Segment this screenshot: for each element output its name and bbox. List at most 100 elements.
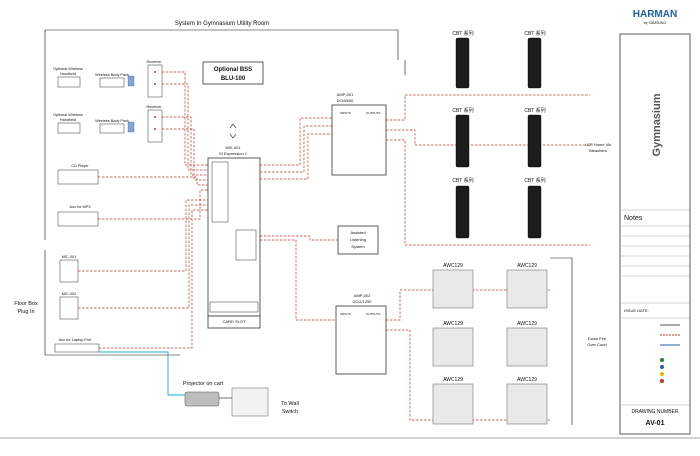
cbt-label-4: CBT 系列 bbox=[524, 107, 545, 114]
wire-amp2-awc-b bbox=[386, 329, 550, 421]
panel-issue-date: ISSUE DATE: bbox=[624, 308, 649, 313]
lcr-line1: LCR Home Vis bbox=[585, 142, 611, 147]
amp1-body bbox=[331, 104, 387, 176]
cbt-label-3: CBT 系列 bbox=[452, 107, 473, 114]
receiver2-led-a bbox=[154, 116, 156, 118]
cbt-label-5: CBT 系列 bbox=[452, 177, 473, 184]
wall-line1: To Wall bbox=[281, 401, 299, 407]
wire-amp1-cbt-mid bbox=[386, 129, 590, 146]
wireless2-title: Optional Wireless bbox=[53, 113, 83, 117]
receiver1-led-b bbox=[154, 83, 156, 85]
awc-region-border bbox=[550, 257, 573, 425]
legend-dot-green bbox=[660, 358, 664, 362]
cbt-label-2: CBT 系列 bbox=[524, 30, 545, 37]
wire-rx2a bbox=[162, 116, 208, 176]
assisted-line2: Listening bbox=[350, 237, 366, 242]
wireless2-mic-box bbox=[57, 122, 81, 134]
wire-cd bbox=[98, 176, 208, 186]
aux-laptop-label: Aux for Laptop Port bbox=[59, 338, 93, 342]
assisted-listening-box bbox=[337, 225, 379, 255]
amp-002: AMP-002 DCi2/1250 INPUTS OUTPUTS bbox=[335, 293, 387, 375]
receiver1-led-a bbox=[154, 71, 156, 73]
receiver2-label: Receiver bbox=[147, 105, 163, 109]
mic2-box bbox=[59, 296, 79, 320]
utility-room-border bbox=[45, 29, 399, 60]
floor-box-label: Floor Box bbox=[14, 301, 38, 307]
bodypack1-box bbox=[99, 77, 125, 88]
panel-drawing-number: AV-01 bbox=[646, 420, 665, 427]
wire-laptop bbox=[99, 209, 208, 349]
projector-icon bbox=[184, 391, 220, 407]
panel-drawing-number-label: DRAWING NUMBER bbox=[631, 409, 678, 415]
bodypack2-label: Wireless Body Pack bbox=[95, 119, 129, 123]
mixer-output-strip bbox=[235, 229, 257, 261]
awc-label-1: AWC129 bbox=[443, 263, 463, 269]
wire-mix-als bbox=[260, 235, 338, 241]
wire-mix-amp1-b bbox=[260, 125, 332, 173]
projector-label: Projector on cart bbox=[183, 381, 224, 387]
awc-speaker-2 bbox=[506, 269, 548, 309]
mic2-label: MIC-002 bbox=[62, 292, 77, 296]
wire-mic2 bbox=[78, 204, 208, 309]
legend-dot-red bbox=[660, 379, 664, 383]
cbt-label-6: CBT 系列 bbox=[524, 177, 545, 184]
bodypack1-label: Wireless Body Pack bbox=[95, 73, 129, 77]
wire-amp1-cbt-bot bbox=[386, 139, 590, 246]
wall-switch-icon bbox=[231, 387, 269, 417]
floor-box-label-2: Plug In bbox=[17, 309, 34, 315]
card-slot-label: CARD SLOT bbox=[223, 319, 246, 324]
wire-mix-amp1-c bbox=[260, 133, 332, 180]
bodypack2-box bbox=[99, 123, 125, 134]
cbt-speaker-2 bbox=[527, 37, 542, 89]
wireless1-sub: Handheld bbox=[60, 72, 76, 76]
title-panel-border bbox=[619, 33, 691, 435]
wireless-group-2: Optional Wireless Handheld Wireless Body… bbox=[53, 105, 163, 143]
amp2-outputs: OUTPUTS bbox=[366, 312, 380, 316]
wire-laptop-projector bbox=[99, 351, 185, 396]
assisted-line3: System bbox=[351, 244, 365, 249]
wire-amp1-cbt-top bbox=[386, 94, 590, 121]
projector-group: Projector on cart To Wall Switch bbox=[99, 351, 299, 417]
amp2-model: DCi2/1250 bbox=[353, 299, 373, 304]
wire-mp3 bbox=[98, 189, 208, 220]
amp1-id: AMP-001 bbox=[337, 92, 354, 97]
awc-speaker-1 bbox=[432, 269, 474, 309]
receiver2-led-b bbox=[154, 128, 156, 130]
awc-label-4: AWC129 bbox=[517, 321, 537, 327]
aux-mp3-label: Aux for MP3 bbox=[70, 205, 91, 209]
optional-arrows bbox=[229, 123, 237, 139]
amp1-inputs: INPUTS bbox=[340, 111, 351, 115]
wire-rx2b bbox=[162, 128, 208, 181]
brand-name: HARMAN bbox=[633, 9, 677, 20]
wireless-group-1: Optional Wireless Handheld Wireless Body… bbox=[53, 60, 163, 98]
wireless1-mic-box bbox=[57, 76, 81, 88]
assisted-line1: Assisted bbox=[350, 230, 365, 235]
bodypack2-icon bbox=[127, 121, 135, 133]
amp2-inputs: INPUTS bbox=[340, 312, 351, 316]
down-line2: Over Court bbox=[587, 342, 607, 347]
mixer-model: SI Expression 1 bbox=[219, 151, 248, 156]
legend-dot-yellow bbox=[660, 372, 664, 376]
amp2-body bbox=[335, 305, 387, 375]
mic1-label: MIC-001 bbox=[62, 255, 77, 259]
awc-label-6: AWC129 bbox=[517, 377, 537, 383]
mixer-bottom-strip bbox=[209, 301, 259, 313]
lcr-line2: Bleachers bbox=[589, 148, 607, 153]
wall-line2: Switch bbox=[282, 409, 298, 415]
receiver1-label: Receiver bbox=[147, 60, 163, 64]
cbt-speaker-3 bbox=[455, 114, 470, 168]
mixer-id: MIX-001 bbox=[225, 145, 241, 150]
cd-player-box bbox=[57, 169, 99, 185]
down-line1: Down Fire bbox=[588, 336, 607, 341]
header-title: System In Gymnasium Utility Room bbox=[175, 21, 269, 27]
receiver2-box bbox=[147, 109, 163, 143]
optional-bss-label: Optional BSS bbox=[214, 67, 252, 73]
cbt-speakers: CBT 系列 CBT 系列 CBT 系列 CBT 系列 CBT 系列 CBT 系… bbox=[452, 30, 611, 239]
aux-mp3-box bbox=[57, 211, 99, 227]
cd-player-label: CD Player bbox=[71, 164, 89, 168]
floor-box-border bbox=[44, 250, 180, 356]
aux-laptop-box bbox=[54, 343, 100, 353]
cbt-speaker-1 bbox=[455, 37, 470, 89]
